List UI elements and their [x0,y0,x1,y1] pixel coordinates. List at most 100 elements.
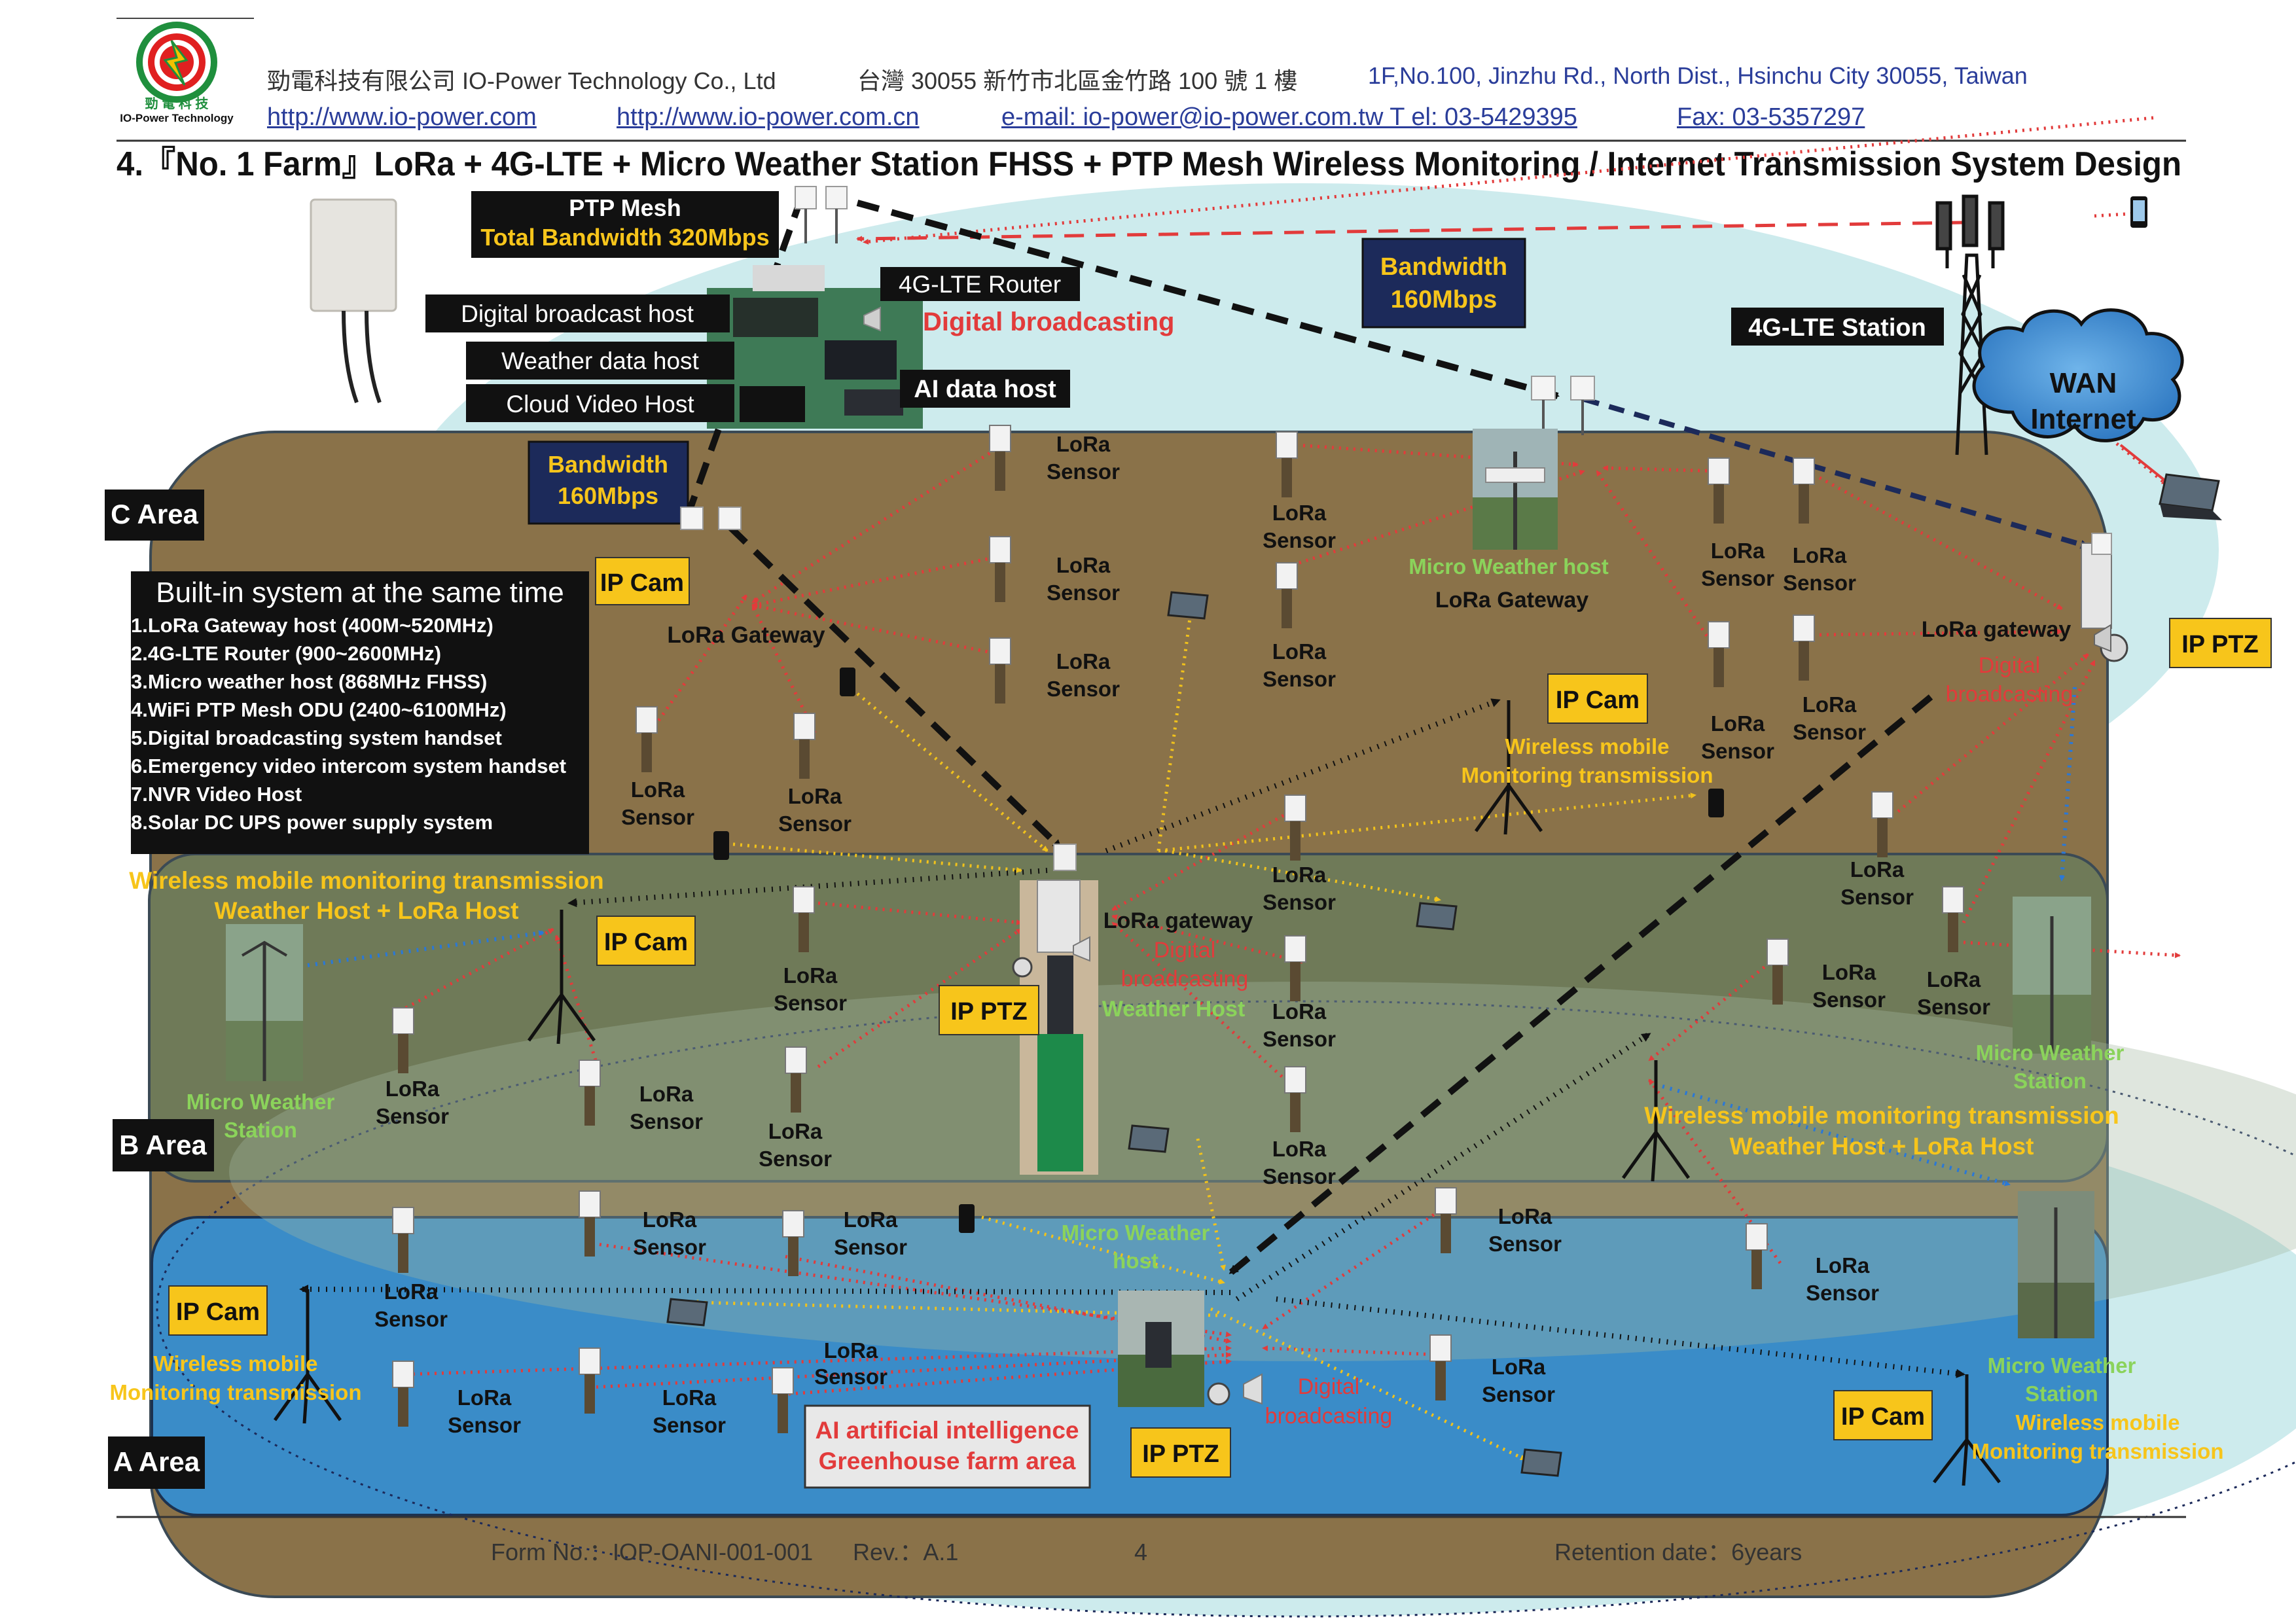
links-black-dashed [684,194,1933,1275]
c-area-tag [105,490,204,541]
lora-sensor-label: LoRa [1822,960,1876,984]
lora-sensor-label: LoRa [1272,1137,1327,1161]
a-area-tag [108,1436,205,1489]
station-left-label: Station [224,1118,297,1142]
lora-sensor-label: LoRa [788,784,842,808]
weather-data-host-label: Weather data host [501,348,699,374]
builtin-item-6: 6.Emergency video intercom system handse… [131,755,566,777]
lora-sensor-label: LoRa [662,1385,717,1410]
ip-ptz-box [939,985,1039,1035]
wm-right-line1: Wireless mobile monitoring transmission [1644,1102,2119,1129]
panel-antenna [310,198,397,404]
links-blue [307,687,2077,1186]
lora-gateway-mid-label: LoRa gateway [1103,908,1253,933]
lora-sensor-label: Sensor [374,1307,448,1331]
micro-weather-host-photo [1473,429,1558,550]
ip-ptz-box [2169,618,2272,668]
ip-ptz-label: IP PTZ [2181,631,2259,658]
lora-sensor-label: Sensor [621,805,694,829]
tripod-camera-b-right [1621,1060,1691,1182]
micro-weather-right-a-label: Micro Weather [1988,1353,2136,1378]
logo-text-cn: 勁 電 科 技 [145,96,209,111]
wan-label: WAN [2050,367,2117,399]
website-link-com[interactable]: http://www.io-power.com [267,103,537,131]
lora-sensor-device [392,425,1964,1395]
lora-sensor-label: LoRa [1850,857,1905,882]
lora-sensor-label: Sensor [653,1413,726,1437]
wireless-mobile-c-label: Wireless mobile [1505,734,1670,758]
bandwidth-c-box [528,440,689,525]
lora-sensor-pole [398,452,1958,1433]
lora-sensor-label: LoRa [1272,999,1327,1024]
ip-ptz-label: IP PTZ [950,998,1028,1026]
lora-sensor-label: Sensor [630,1109,703,1133]
lora-sensor-label: Sensor [633,1235,706,1259]
lora-sensor-label: Sensor [1783,571,1856,595]
ip-cam-box [168,1285,268,1336]
ip-ptz-box [1130,1427,1231,1478]
lora-sensor-label: LoRa [1927,967,1981,991]
monitoring-transmission-a-right-label: Monitoring transmission [1971,1439,2223,1463]
speaker-icon [863,306,881,332]
lora-sensor-label: Sensor [759,1147,832,1171]
digital-right-label: Digital [1979,653,2040,678]
micro-weather-host-a-label: Micro Weather [1062,1221,1210,1245]
cloud-video-host-box [466,384,734,422]
ptp-mesh-label: PTP Mesh [569,194,681,221]
lora-sensor-label: LoRa [457,1385,512,1410]
ip-cam-boxes: IP Cam IP Cam IP Cam IP Cam IP Cam [168,557,1933,1440]
lora-sensor-label: Sensor [1701,566,1774,590]
lora-sensor-label: LoRa [1816,1253,1870,1277]
wireless-mobile-a-right-label: Wireless mobile [2016,1410,2180,1435]
address-en: 1F,No.100, Jinzhu Rd., North Dist., Hsin… [1368,62,2028,89]
email-phone-link[interactable]: e-mail: io-power@io-power.com.tw T el: 0… [1001,103,1577,131]
broadcasting-mid-label: broadcasting [1121,967,1249,991]
digital-broadcasting-top-label: Digital broadcasting [923,308,1175,336]
lora-sensor-label: Sensor [376,1104,449,1128]
lora-sensor-label: Sensor [1047,580,1120,605]
micro-weather-host-c-label: Micro Weather host [1408,554,1609,579]
a-area-label: A Area [113,1446,200,1477]
builtin-item-8: 8.Solar DC UPS power supply system [131,811,493,834]
lora-sensor-label: Sensor [1047,677,1120,701]
builtin-item-3: 3.Micro weather host (868MHz FHSS) [131,670,487,693]
lora-sensor-label: LoRa [631,777,685,802]
lora-sensor-label: LoRa [1711,539,1765,563]
lora-sensor-label: LoRa [386,1077,440,1101]
4g-lte-tower [1935,194,2005,455]
ip-cam-box [1833,1390,1933,1440]
wm-left-line2: Weather Host + LoRa Host [215,897,519,924]
fax-number: Fax: 03-5357297 [1677,103,1865,131]
ip-cam-box [1547,673,1648,724]
lora-sensor-label: LoRa [1803,692,1857,717]
website-link-cn[interactable]: http://www.io-power.com.cn [617,103,920,131]
mobile-phone-icon [2130,196,2147,228]
lora-sensor-label-inline: Sensor [814,1364,888,1389]
4g-station-label: 4G-LTE Station [1748,314,1926,342]
broadcasting-a-label: broadcasting [1265,1404,1393,1429]
lora-sensor-label: LoRa [1272,639,1327,664]
bandwidth-c-value: 160Mbps [558,482,658,509]
lora-sensor-label: Sensor [1263,667,1336,691]
ptp-mesh-box [471,191,779,258]
ptp-red-dashed-link [856,221,1964,242]
bandwidth-c-label: Bandwidth [548,451,668,478]
link-navy-dashed [1583,397,2090,549]
internet-label: Internet [2030,403,2136,435]
wm-right-line2: Weather Host + LoRa Host [1730,1133,2034,1160]
weather-host-mid-label: Weather Host [1102,997,1246,1022]
builtin-system-title: Built-in system at the same time [156,577,564,609]
lora-sensor-label: Sensor [1263,890,1336,914]
ip-cam-label: IP Cam [604,929,688,956]
coverage-ellipse-outline [156,1000,2296,1618]
ai-greenhouse-line1: AI artificial intelligence [815,1417,1079,1444]
lora-sensor-label: LoRa [768,1119,823,1143]
micro-weather-left-label: Micro Weather [187,1090,335,1114]
bandwidth-top-value: 160Mbps [1391,286,1498,313]
ip-cam-box [595,557,690,605]
lora-sensor-devices [392,425,1964,1433]
b-area-highlight [229,982,2296,1361]
lora-sensor-label: LoRa [783,963,838,988]
lora-sensor-label: LoRa [1793,543,1847,567]
